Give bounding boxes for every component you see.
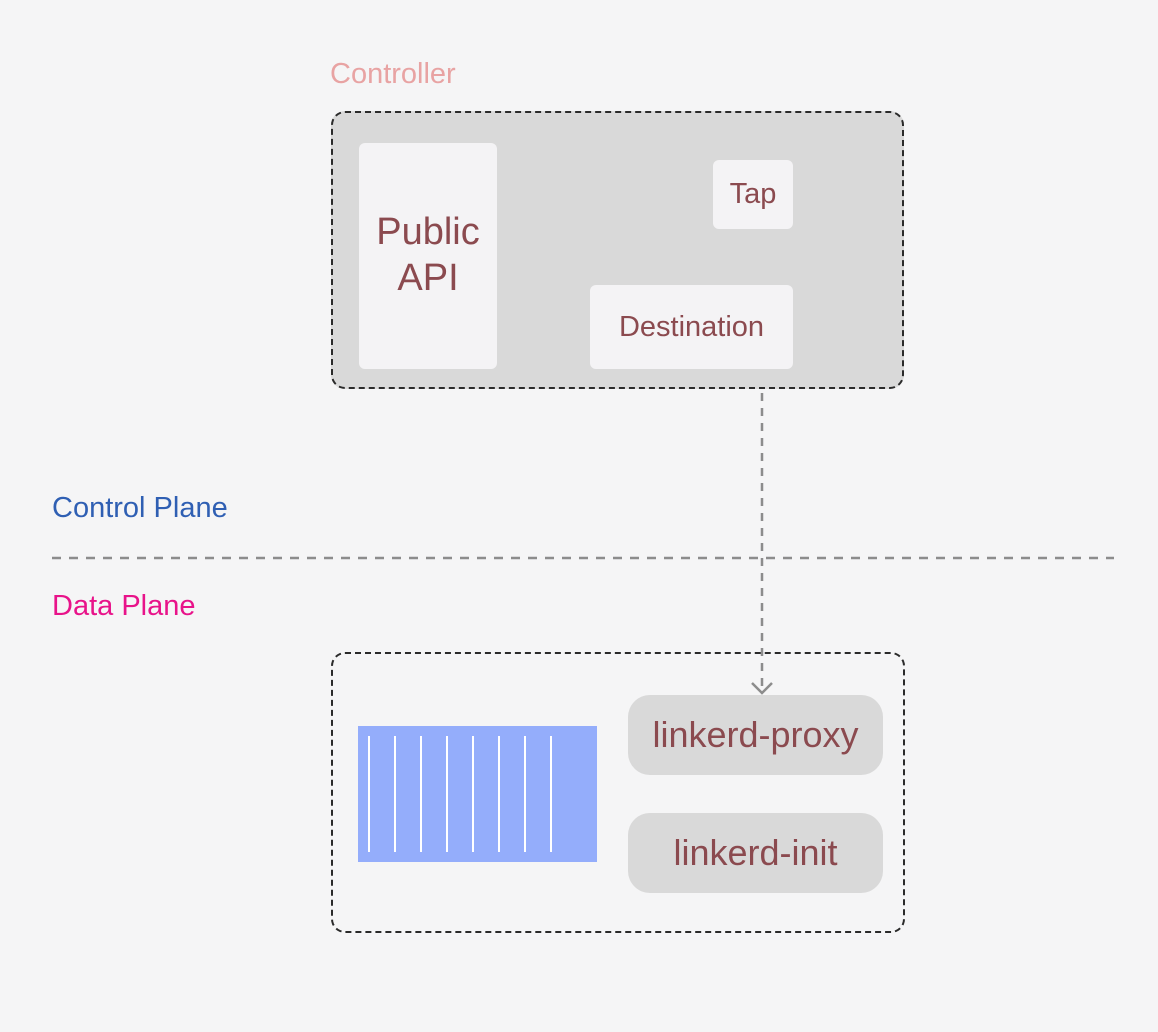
tap-card: Tap bbox=[713, 160, 793, 229]
container-stripe bbox=[446, 736, 448, 852]
data-plane-label: Data Plane bbox=[52, 590, 196, 622]
app-container-block bbox=[358, 726, 597, 862]
controller-title: Controller bbox=[330, 58, 456, 90]
control-plane-label: Control Plane bbox=[52, 492, 228, 524]
container-stripe bbox=[472, 736, 474, 852]
pod-box bbox=[331, 652, 905, 933]
connector-arrowhead bbox=[751, 682, 773, 695]
container-stripe bbox=[420, 736, 422, 852]
destination-card: Destination bbox=[590, 285, 793, 369]
linkerd-init-container: linkerd-init bbox=[628, 813, 883, 893]
container-stripe bbox=[550, 736, 552, 852]
linkerd-proxy-container: linkerd-proxy bbox=[628, 695, 883, 775]
container-stripe bbox=[394, 736, 396, 852]
public-api-card: Public API bbox=[359, 143, 497, 369]
container-stripe bbox=[368, 736, 370, 852]
container-stripe bbox=[498, 736, 500, 852]
container-stripe bbox=[524, 736, 526, 852]
